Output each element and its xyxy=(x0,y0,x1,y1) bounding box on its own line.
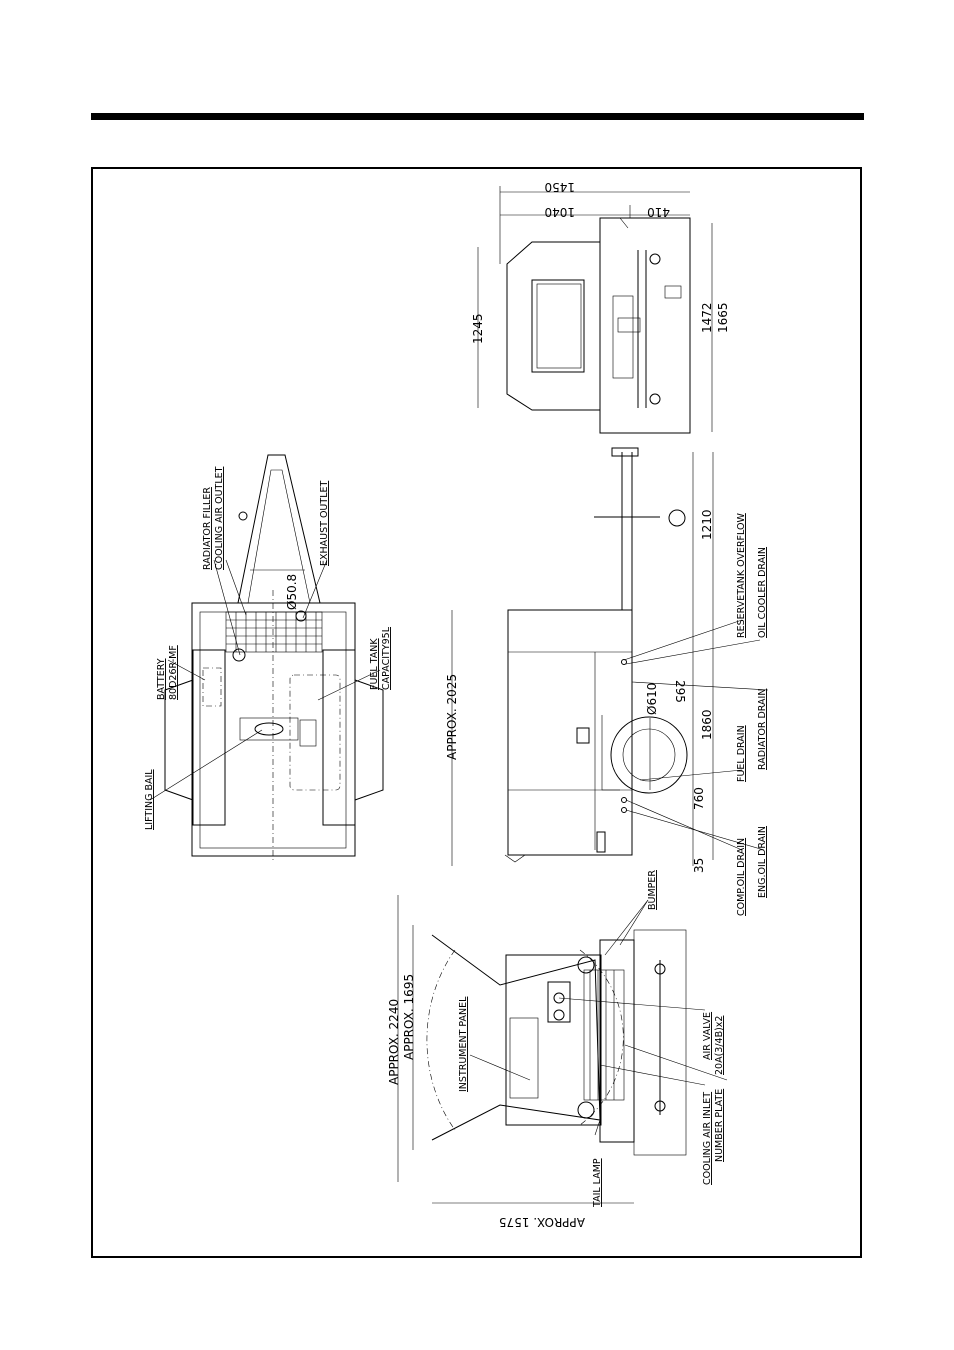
header-rule xyxy=(91,113,864,120)
lifting-bail-label: LIFTING BAIL xyxy=(144,769,155,830)
air-valve-label: AIR VALVE xyxy=(702,1012,713,1060)
bumper-label: BUMPER xyxy=(647,870,658,910)
dim-410: 410 xyxy=(647,205,670,219)
dim-1210: 1210 xyxy=(700,509,714,540)
dim-1575: APPROX. 1575 xyxy=(499,1215,585,1229)
battery-model-label: 80D26R-MF xyxy=(168,645,179,700)
dim-1695: APPROX. 1695 xyxy=(402,974,416,1060)
dim-1665: 1665 xyxy=(716,302,730,333)
rear-view xyxy=(477,186,713,434)
dim-1040: 1040 xyxy=(544,205,575,219)
battery-label: BATTERY xyxy=(156,658,167,700)
tail-lamp-label: TAIL LAMP xyxy=(592,1158,603,1208)
dim-2240: APPROX. 2240 xyxy=(387,999,401,1085)
dim-610: Ø610 xyxy=(645,683,659,715)
dim-1245: 1245 xyxy=(471,313,485,344)
dim-35: 35 xyxy=(692,858,706,873)
fuel-tank-label: FUEL TANK xyxy=(369,638,380,690)
dim-1860: 1860 xyxy=(700,709,714,740)
dim-1450: 1450 xyxy=(544,180,575,194)
instrument-panel-label: INSTRUMENT PANEL xyxy=(458,996,469,1092)
radiator-filler-label: RADIATOR FILLER xyxy=(202,487,213,570)
air-valve-spec-label: 20A(3/4B)x2 xyxy=(714,1016,725,1075)
number-plate-label: NUMBER PLATE xyxy=(714,1089,725,1162)
dim-1472: 1472 xyxy=(700,302,714,333)
cooling-air-inlet-label: COOLING AIR INLET xyxy=(702,1092,713,1185)
dim-760: 760 xyxy=(692,787,706,810)
dim-50-8: Ø50.8 xyxy=(285,574,299,610)
exhaust-outlet-label: EXHAUST OUTLET xyxy=(319,481,330,566)
radiator-drain-label: RADIATOR DRAIN xyxy=(757,689,768,770)
reservetank-overflow-label: RESERVETANK OVERFLOW xyxy=(736,513,747,638)
fuel-drain-label: FUEL DRAIN xyxy=(736,725,747,782)
plan-view xyxy=(164,454,384,860)
oil-cooler-drain-label: OIL COOLER DRAIN xyxy=(757,547,768,638)
leader-lines xyxy=(149,559,769,1136)
side-view xyxy=(451,447,714,866)
dim-2025: APPROX. 2025 xyxy=(445,674,459,760)
dim-295: 295 xyxy=(673,680,687,703)
comp-oil-drain-label: COMP.OIL DRAIN xyxy=(736,838,747,916)
front-view xyxy=(397,895,687,1204)
eng-oil-drain-label: ENG.OIL DRAIN xyxy=(757,826,768,898)
cooling-air-outlet-label: COOLING AIR OUTLET xyxy=(214,466,225,570)
drawing-frame xyxy=(91,167,862,1258)
fuel-tank-capacity-label: CAPACITY95L xyxy=(381,626,392,690)
